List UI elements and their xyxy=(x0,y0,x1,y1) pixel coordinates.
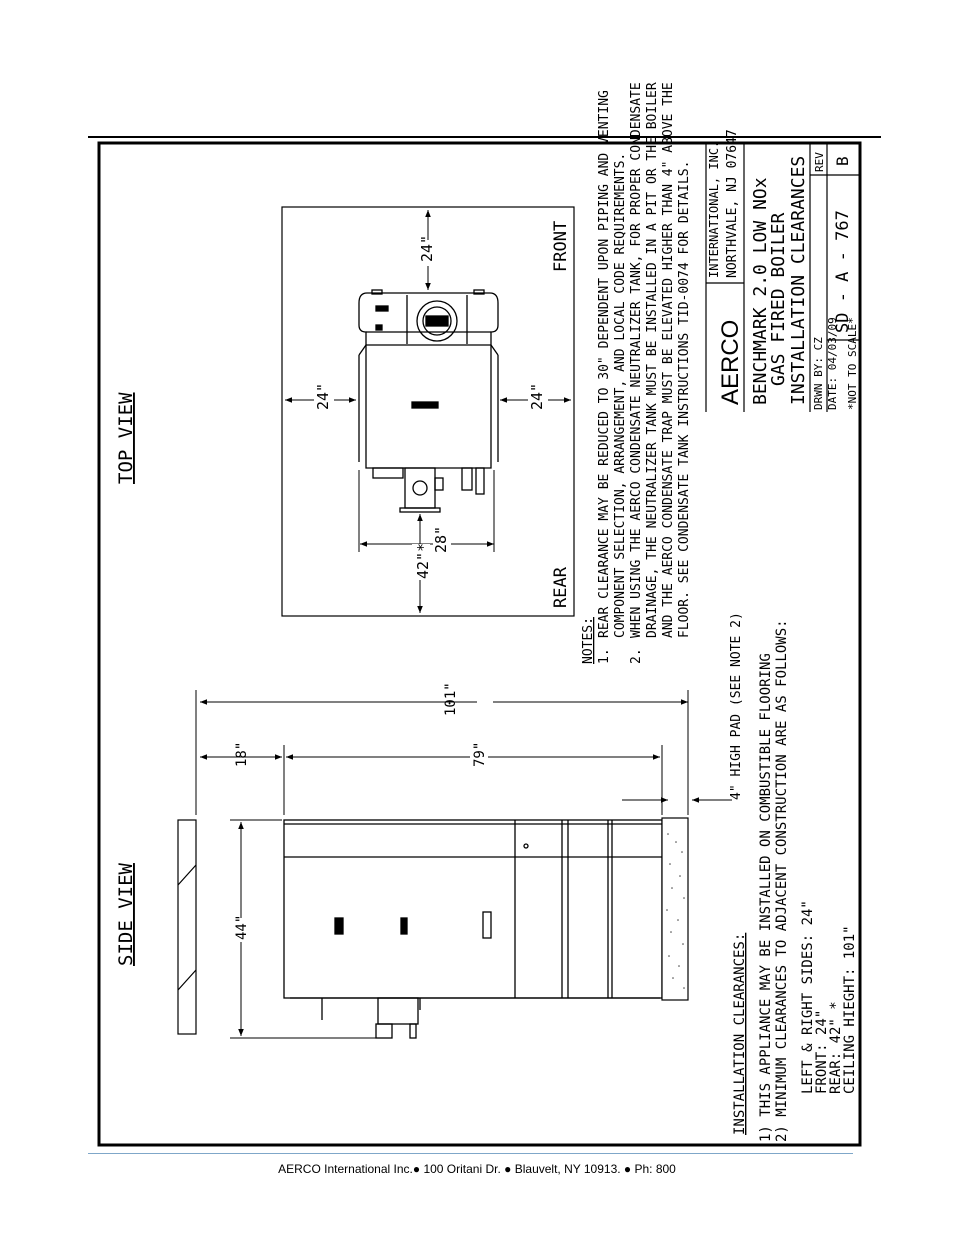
side-dim-top: 18" xyxy=(234,742,250,767)
side-view-heading: SIDE VIEW xyxy=(115,862,137,966)
drawing-number: SD - A - 767 xyxy=(833,210,853,333)
concrete-pad xyxy=(661,817,689,1001)
company-name: INTERNATIONAL, INC. xyxy=(707,141,721,278)
title-block xyxy=(705,143,860,412)
rev-label: REV xyxy=(813,152,826,172)
drawing-title-line2: GAS FIRED BOILER xyxy=(768,212,789,386)
clearance-rear: REAR: 42" * xyxy=(828,1001,844,1094)
rear-label: REAR xyxy=(551,566,571,608)
page-footer: AERCO International Inc.● 100 Oritani Dr… xyxy=(278,1162,676,1176)
note2-line3: AND THE AERCO CONDENSATE TRAP MUST BE EL… xyxy=(661,82,676,638)
footer-rule xyxy=(88,1153,853,1154)
note2-line4: FLOOR. SEE CONDENSATE TANK INSTRUCTIONS … xyxy=(677,161,692,638)
company-address: NORTHVALE, NJ 07647 xyxy=(725,129,740,278)
top-view-room-outline xyxy=(281,206,575,617)
note1-number: 1. xyxy=(597,648,612,664)
side-dim-body: 79" xyxy=(472,742,488,767)
top-dim-front: 24" xyxy=(418,235,436,262)
drawing-title-line1: BENCHMARK 2.0 LOW NOx xyxy=(750,177,771,405)
clearance-front: FRONT: 24" xyxy=(814,1010,830,1094)
top-dim-right: 24" xyxy=(528,383,546,410)
rev-value: B xyxy=(833,156,852,166)
installation-item-1: 1) THIS APPLIANCE MAY BE INSTALLED ON CO… xyxy=(758,653,774,1142)
drawing-title-line3: INSTALLATION CLEARANCES xyxy=(788,156,809,405)
note1-line2: COMPONENT SELECTION, ARRANGEMENT, AND LO… xyxy=(613,153,628,638)
not-to-scale: *NOT TO SCALE* xyxy=(846,317,859,410)
top-dim-left: 24" xyxy=(314,383,332,410)
clearance-sides: LEFT & RIGHT SIDES: 24" xyxy=(800,900,816,1094)
note2-line2: DRAINAGE, THE NEUTRALIZER TANK MUST BE I… xyxy=(645,82,660,638)
pad-texture xyxy=(666,833,685,989)
drawn-by: DRWN BY: CZ xyxy=(812,337,825,410)
note2-line1: WHEN USING THE AERCO CONDENSATE NEUTRALI… xyxy=(629,82,644,638)
top-rule xyxy=(88,136,881,138)
ceiling-symbol xyxy=(177,819,197,1035)
side-dim-total: 101" xyxy=(443,682,459,716)
installation-item-2: 2) MINIMUM CLEARANCES TO ADJACENT CONSTR… xyxy=(774,619,790,1142)
top-view-heading: TOP VIEW xyxy=(115,392,137,484)
pad-label: 4" HIGH PAD (SEE NOTE 2) xyxy=(729,612,744,800)
boiler-side-view xyxy=(283,819,663,1039)
side-dim-depth: 44" xyxy=(234,915,250,940)
top-dim-rear: 42"* xyxy=(414,543,432,579)
drawing-border xyxy=(97,141,862,1147)
front-label: FRONT xyxy=(551,221,571,272)
note2-number: 2. xyxy=(629,648,644,664)
installation-heading: INSTALLATION CLEARANCES: xyxy=(732,933,748,1135)
notes-heading: NOTES: xyxy=(581,617,596,664)
boiler-top-view xyxy=(358,289,499,513)
note1-line1: REAR CLEARANCE MAY BE REDUCED TO 30" DEP… xyxy=(597,90,612,638)
clearance-ceiling: CEILING HIEGHT: 101" xyxy=(842,925,858,1094)
company-logo: AERCO xyxy=(717,320,744,405)
top-dim-width: 28" xyxy=(432,526,450,553)
side-view-dimension-lines xyxy=(195,690,732,1039)
drawing-date: DATE: 04/03/09 xyxy=(826,317,839,410)
